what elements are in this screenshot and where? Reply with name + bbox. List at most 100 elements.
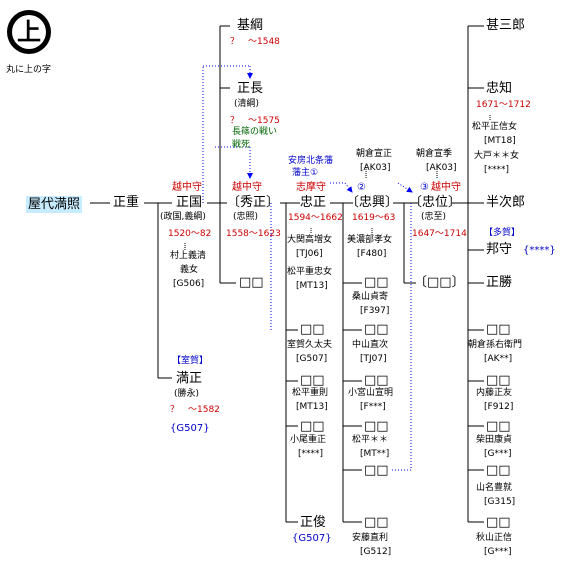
spouse-masakuni: 村上義清 xyxy=(170,251,207,261)
wife-tadamasa-1: 大関高増女 xyxy=(287,235,333,245)
wife-tadaoki-code: [F480] xyxy=(357,249,387,259)
right-person-4-clan: 【多賀】 xyxy=(484,228,521,238)
years-michimasa: ？ 〜1582 xyxy=(170,405,220,415)
child-tadaoki-1-spouse: 桑山貞寄 xyxy=(352,292,389,302)
right-person-7: □□ xyxy=(486,373,511,388)
death-masanaga: 戦死 xyxy=(232,140,251,150)
person-hidemasa: 〔秀正〕 xyxy=(227,195,280,210)
child-tadaoki-5: □□ xyxy=(364,463,389,478)
code-michimasa: {G507} xyxy=(170,423,210,434)
person-masatoshi: 正俊 xyxy=(300,515,327,530)
right-person-2-code: [MT18] xyxy=(484,136,516,146)
years-masanaga: ？ 〜1575 xyxy=(230,116,280,126)
child-tadamasa-3: □□ xyxy=(300,419,325,434)
child-tadamasa-2-code: [MT13] xyxy=(296,402,328,412)
title-masakuni: 越中守 xyxy=(172,182,202,193)
note-tadamasa: 安房北条藩 xyxy=(288,156,334,166)
right-person-2-years: 1671〜1712 xyxy=(476,100,531,110)
alias-hidemasa: (忠照) xyxy=(233,212,259,222)
years-tadamasa: 1594〜1662 xyxy=(288,213,343,223)
child-tadamasa-2-spouse: 松平重則 xyxy=(292,388,329,398)
wife-tadamasa-2: 松平重忠女 xyxy=(287,267,333,277)
right-person-6: □□ xyxy=(486,322,511,337)
alias-masanaga: (清綱) xyxy=(234,99,260,109)
years-tadasue: 1647〜1714 xyxy=(412,229,467,239)
child-tadamasa-1-code: [G507] xyxy=(296,354,328,364)
child-tadamasa-3-code: [****] xyxy=(298,449,324,459)
right-person-7-code: [F912] xyxy=(484,402,514,412)
right-person-9: □□ xyxy=(486,463,511,478)
right-person-7-spouse: 内藤正友 xyxy=(476,388,513,398)
right-person-10-code: [G***] xyxy=(484,547,512,557)
child-tadaoki-1: □□ xyxy=(364,275,389,290)
right-person-6-spouse: 朝倉孫右衛門 xyxy=(468,340,523,350)
years-hidemasa: 1558〜1623 xyxy=(226,229,281,239)
right-person-9-spouse: 山名豊就 xyxy=(476,483,513,493)
right-person-10: □□ xyxy=(486,515,511,530)
child-tadaoki-4: □□ xyxy=(364,419,389,434)
right-person-2-code2: [****] xyxy=(484,165,510,175)
right-person-6-code: [AK**] xyxy=(484,354,513,364)
years-masakuni: 1520〜82 xyxy=(168,229,212,239)
code-masakuni: [G506] xyxy=(173,279,205,289)
title-tadasue: 越中守 xyxy=(431,182,461,193)
wife-tadamasa-1-code: [TJ06] xyxy=(296,249,323,259)
alias-michimasa: (勝永) xyxy=(174,389,200,399)
spouse-father-tadaoki: 朝倉宣正 xyxy=(356,149,393,159)
child-tadamasa-3-spouse: 小尾重正 xyxy=(290,435,327,445)
child-tadasue: 〔□□〕 xyxy=(414,275,465,290)
child-tadaoki-4-code: [MT**] xyxy=(360,449,390,459)
alias-masakuni: (政国,義綱) xyxy=(160,212,206,222)
title-hidemasa: 越中守 xyxy=(232,182,262,193)
person-masashige: 正重 xyxy=(113,195,140,210)
root-person: 屋代満照 xyxy=(26,196,83,213)
battle-masanaga: 長篠の戦い xyxy=(232,127,278,137)
person-masakuni: 正国 xyxy=(176,195,203,210)
right-person-5: 正勝 xyxy=(486,275,513,290)
wife-tadaoki: 美濃部孝女 xyxy=(347,235,393,245)
note-tadamasa-2: 藩主① xyxy=(292,168,319,178)
code-masatoshi: {G507} xyxy=(292,533,332,544)
years-mototsuna: ？ 〜1548 xyxy=(230,37,280,47)
spouse-masakuni-2: 義女 xyxy=(180,265,199,275)
right-person-8: □□ xyxy=(486,419,511,434)
years-tadaoki: 1619〜63 xyxy=(352,213,396,223)
right-person-3: 半次郎 xyxy=(486,195,526,210)
child-tadamasa-2: □□ xyxy=(300,373,325,388)
right-person-4-code: {****} xyxy=(523,245,556,256)
crest-caption: 丸に上の字 xyxy=(6,65,52,75)
child-tadaoki-3-spouse: 小宮山宣明 xyxy=(348,388,394,398)
child-tadaoki-1-code: [F397] xyxy=(360,306,390,316)
spouse-father-tadasue-code: [AK03] xyxy=(426,163,457,173)
alias-tadasue: (忠至) xyxy=(421,212,447,222)
child-tadaoki-2-spouse: 中山直次 xyxy=(352,340,389,350)
right-person-2-spouse: 松平正信女 xyxy=(472,122,518,132)
right-person-2: 忠知 xyxy=(486,81,513,96)
person-masanaga: 正長 xyxy=(237,81,264,96)
child-tadaoki-6-code: [G512] xyxy=(360,547,392,557)
person-tadaoki: 〔忠興〕 xyxy=(346,195,399,210)
child-tadaoki-4-spouse: 松平＊＊ xyxy=(352,435,389,445)
right-person-2-spouse2: 大戸＊＊女 xyxy=(474,151,520,161)
person-mototsuna: 基綱 xyxy=(237,18,264,33)
child-tadaoki-6: □□ xyxy=(364,515,389,530)
crest-glyph: 上 xyxy=(17,18,41,46)
child-tadamasa-1-spouse: 室賀久太夫 xyxy=(287,340,333,350)
child-tadaoki-3-code: [F***] xyxy=(360,402,386,412)
num-tadasue: ③ xyxy=(420,182,429,193)
child-tadaoki-6-spouse: 安藤直利 xyxy=(352,533,389,543)
spouse-father-tadaoki-code: [AK03] xyxy=(360,163,391,173)
right-person-4: 邦守 xyxy=(486,242,513,257)
person-tadamasa: 忠正 xyxy=(300,195,327,210)
num-tadaoki: ② xyxy=(357,182,366,193)
right-person-8-spouse: 柴田康貞 xyxy=(476,435,513,445)
child-tadamasa-1: □□ xyxy=(300,322,325,337)
title-tadamasa: 志摩守 xyxy=(296,182,326,193)
person-michimasa: 満正 xyxy=(176,371,203,386)
right-person-10-spouse: 秋山正信 xyxy=(476,533,513,543)
spouse-father-tadasue: 朝倉宣季 xyxy=(416,149,453,159)
right-person-8-code: [G***] xyxy=(484,449,512,459)
crest-emblem xyxy=(7,10,51,54)
